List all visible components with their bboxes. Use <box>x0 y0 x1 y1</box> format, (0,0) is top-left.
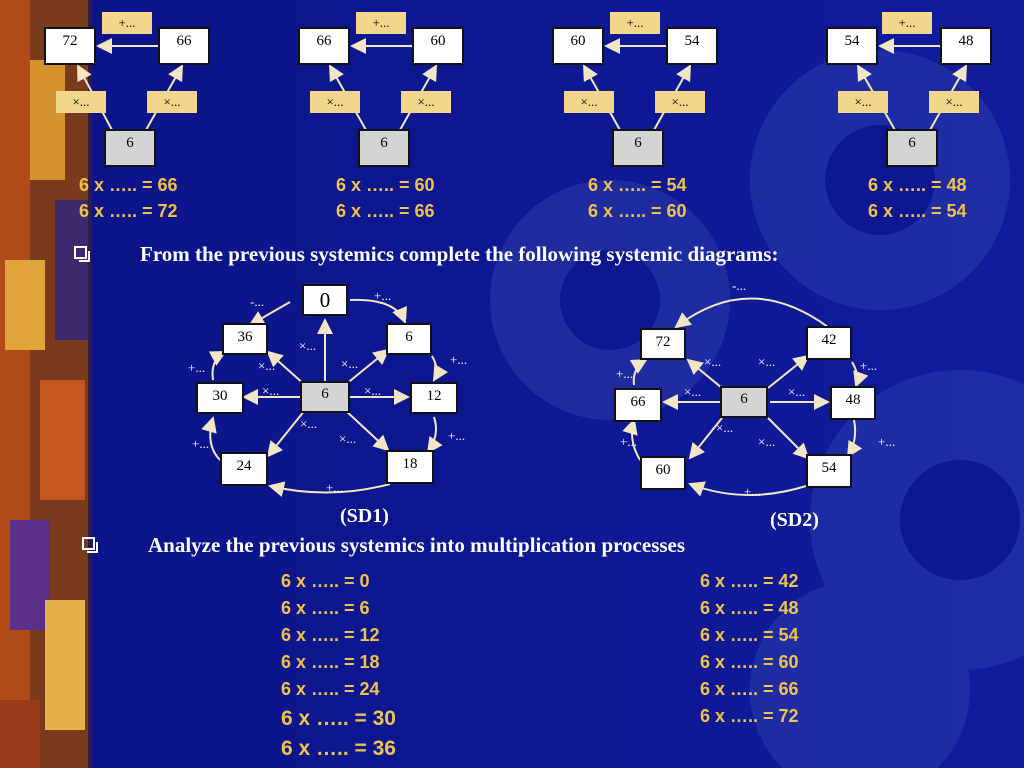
multiply-operator-tag: ×... <box>564 91 614 113</box>
instruction-heading: From the previous systemics complete the… <box>140 242 779 266</box>
value-box-right: 48 <box>940 27 992 65</box>
add-operator-tag: +... <box>102 12 152 34</box>
equation: 6 x ….. = 60 <box>336 175 435 195</box>
outer-label: +... <box>450 352 468 367</box>
inner-label: ×... <box>704 354 722 369</box>
equation: 6 x ….. = 24 <box>281 679 380 699</box>
node-top-left: 72 <box>640 328 686 360</box>
base-box: 6 <box>104 129 156 167</box>
base-box: 6 <box>886 129 938 167</box>
node-bottom-left: 24 <box>220 452 268 486</box>
equation: 6 x ….. = 54 <box>868 201 967 221</box>
node-top-right: 42 <box>806 326 852 360</box>
outer-label: +... <box>616 366 634 381</box>
equation: 6 x ….. = 6 <box>281 598 370 618</box>
node-top-left: 36 <box>222 323 268 355</box>
outer-label: +... <box>326 480 344 495</box>
equation: 6 x ….. = 72 <box>79 201 178 221</box>
multiply-operator-tag: ×... <box>655 91 705 113</box>
node-right: 48 <box>830 386 876 420</box>
value-box-left: 66 <box>298 27 350 65</box>
outer-label: +... <box>192 436 210 451</box>
outer-label: +... <box>620 434 638 449</box>
node-bottom-right: 18 <box>386 450 434 484</box>
equation: 6 x ….. = 36 <box>281 737 396 760</box>
equation: 6 x ….. = 60 <box>588 201 687 221</box>
node-top: 0 <box>302 284 348 316</box>
value-box-right: 66 <box>158 27 210 65</box>
multiply-operator-tag: ×... <box>310 91 360 113</box>
base-box: 6 <box>612 129 664 167</box>
outer-label: -... <box>732 278 747 293</box>
outer-label: +... <box>744 484 762 499</box>
value-box-left: 54 <box>826 27 878 65</box>
outer-label: +... <box>448 428 466 443</box>
equation: 6 x ….. = 66 <box>700 679 799 699</box>
inner-label: ×... <box>364 383 382 398</box>
outer-label: +... <box>374 288 392 303</box>
inner-label: ×... <box>758 354 776 369</box>
node-top-right: 6 <box>386 323 432 355</box>
multiply-operator-tag: ×... <box>929 91 979 113</box>
equation: 6 x ….. = 54 <box>700 625 799 645</box>
node-left: 30 <box>196 382 244 414</box>
center-box: 6 <box>720 386 768 418</box>
equation: 6 x ….. = 48 <box>868 175 967 195</box>
node-left: 66 <box>614 388 662 422</box>
equation: 6 x ….. = 66 <box>336 201 435 221</box>
outer-label: +... <box>188 360 206 375</box>
center-box: 6 <box>300 381 350 413</box>
outer-label: +... <box>860 358 878 373</box>
checkbox-bullet-icon <box>74 246 90 262</box>
base-box: 6 <box>358 129 410 167</box>
node-bottom-left: 60 <box>640 456 686 490</box>
inner-label: ×... <box>300 416 318 431</box>
add-operator-tag: +... <box>882 12 932 34</box>
inner-label: ×... <box>262 383 280 398</box>
inner-label: ×... <box>258 358 276 373</box>
equation: 6 x ….. = 54 <box>588 175 687 195</box>
inner-label: ×... <box>684 384 702 399</box>
inner-label: ×... <box>788 384 806 399</box>
equation: 6 x ….. = 72 <box>700 706 799 726</box>
equation: 6 x ….. = 18 <box>281 652 380 672</box>
equation: 6 x ….. = 12 <box>281 625 380 645</box>
inner-label: ×... <box>341 356 359 371</box>
add-operator-tag: +... <box>356 12 406 34</box>
instruction-heading: Analyze the previous systemics into mult… <box>148 533 686 557</box>
equation: 6 x ….. = 60 <box>700 652 799 672</box>
inner-label: ×... <box>339 431 357 446</box>
value-box-right: 54 <box>666 27 718 65</box>
diagram-caption: (SD1) <box>340 505 389 527</box>
outer-label: +... <box>878 434 896 449</box>
inner-label: ×... <box>758 434 776 449</box>
equation: 6 x ….. = 48 <box>700 598 799 618</box>
multiply-operator-tag: ×... <box>401 91 451 113</box>
equation: 6 x ….. = 66 <box>79 175 178 195</box>
multiply-operator-tag: ×... <box>147 91 197 113</box>
value-box-right: 60 <box>412 27 464 65</box>
multiply-operator-tag: ×... <box>56 91 106 113</box>
node-bottom-right: 54 <box>806 454 852 488</box>
outer-label: -... <box>250 294 265 309</box>
inner-label: ×... <box>716 420 734 435</box>
equation: 6 x ….. = 30 <box>281 707 396 730</box>
node-right: 12 <box>410 382 458 414</box>
value-box-left: 72 <box>44 27 96 65</box>
equation: 6 x ….. = 0 <box>281 571 370 591</box>
checkbox-bullet-icon <box>82 537 98 553</box>
multiply-operator-tag: ×... <box>838 91 888 113</box>
inner-label: ×... <box>299 338 317 353</box>
add-operator-tag: +... <box>610 12 660 34</box>
value-box-left: 60 <box>552 27 604 65</box>
diagram-caption: (SD2) <box>770 509 819 531</box>
equation: 6 x ….. = 42 <box>700 571 799 591</box>
